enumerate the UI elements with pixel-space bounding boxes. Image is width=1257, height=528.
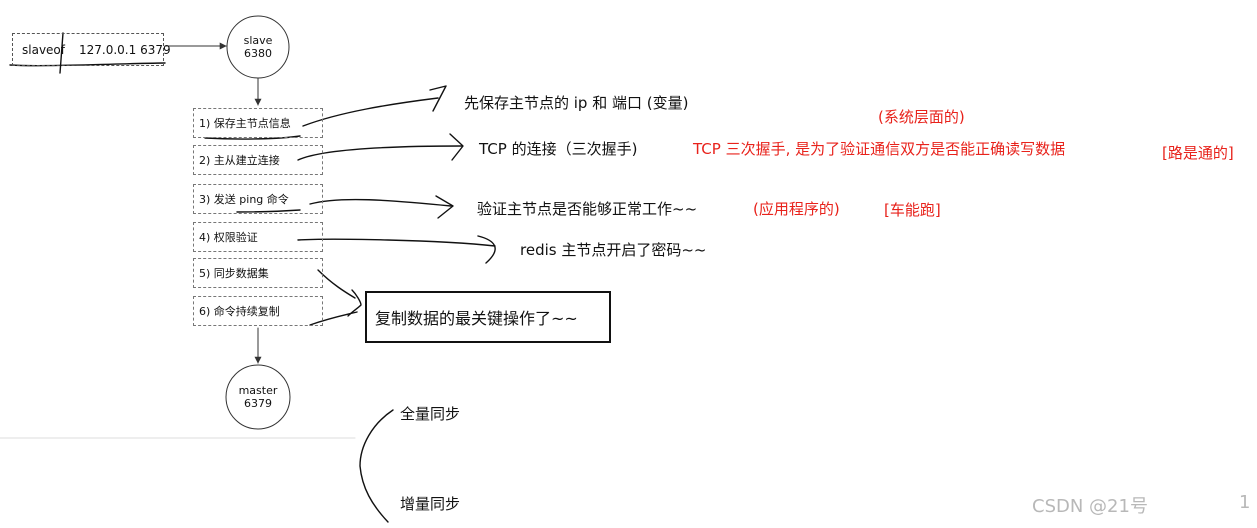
note-redis-password: redis 主节点开启了密码~~ [520,241,707,259]
hook-step1 [429,85,447,112]
step-label: 1) 保存主节点信息 [199,117,291,130]
slave-port: 6380 [244,47,272,60]
master-port: 6379 [244,397,272,410]
stroke-step2 [297,145,463,161]
note-incremental-sync: 增量同步 [400,495,461,513]
stroke-step6 [309,311,358,326]
master-label: master [238,384,278,397]
watermark: CSDN @21号 [1032,496,1148,517]
page-number: 1 [1239,492,1251,513]
hook-step2 [449,133,464,161]
step-6: 6) 命令持续复制 [193,296,323,326]
stroke-step5 [317,269,356,299]
note-copy-key-box: 复制数据的最关键操作了~~ [365,291,611,343]
command-divider-stroke [59,32,64,74]
step-label: 3) 发送 ping 命令 [199,193,289,206]
stroke-step4 [297,238,496,247]
stroke-step3 [309,198,452,207]
note-verify: 验证主节点是否能够正常工作~~ [477,200,698,218]
note-save-info: 先保存主节点的 ip 和 端口 (变量) [464,94,689,112]
step3-underline [236,209,301,213]
step1-underline [204,135,301,140]
note-system-level: (系统层面的) [878,108,965,126]
note-tcp-handshake: TCP 三次握手, 是为了验证通信双方是否能正确读写数据 [693,140,1066,158]
step-label: 2) 主从建立连接 [199,154,280,167]
slaveof-command-box: slaveof 127.0.0.1 6379 [12,33,171,66]
brace-5-6 [347,289,362,317]
step-3: 3) 发送 ping 命令 [193,184,323,214]
step-label: 6) 命令持续复制 [199,305,280,318]
note-app-level: (应用程序的) [753,200,840,218]
step-label: 4) 权限验证 [199,231,258,244]
command-keyword: slaveof [22,42,65,57]
master-circle [225,364,291,430]
hook-step3 [435,195,454,219]
hook-step4 [477,235,496,264]
step-2: 2) 主从建立连接 [193,145,323,175]
step-5: 5) 同步数据集 [193,258,323,288]
command-args: 127.0.0.1 6379 [79,42,171,57]
note-car: [车能跑] [884,201,941,219]
slave-node: slave 6380 [227,16,289,78]
note-tcp: TCP 的连接（三次握手) [479,140,638,158]
stroke-step1 [302,97,439,127]
sync-brace [359,409,394,523]
note-full-sync: 全量同步 [400,405,461,423]
note-copy-key: 复制数据的最关键操作了~~ [375,309,578,328]
slave-label: slave [243,34,273,47]
step-1: 1) 保存主节点信息 [193,108,323,138]
step-4: 4) 权限验证 [193,222,323,252]
note-road: [路是通的] [1162,144,1234,162]
master-node: master 6379 [226,365,290,429]
step-label: 5) 同步数据集 [199,267,269,280]
